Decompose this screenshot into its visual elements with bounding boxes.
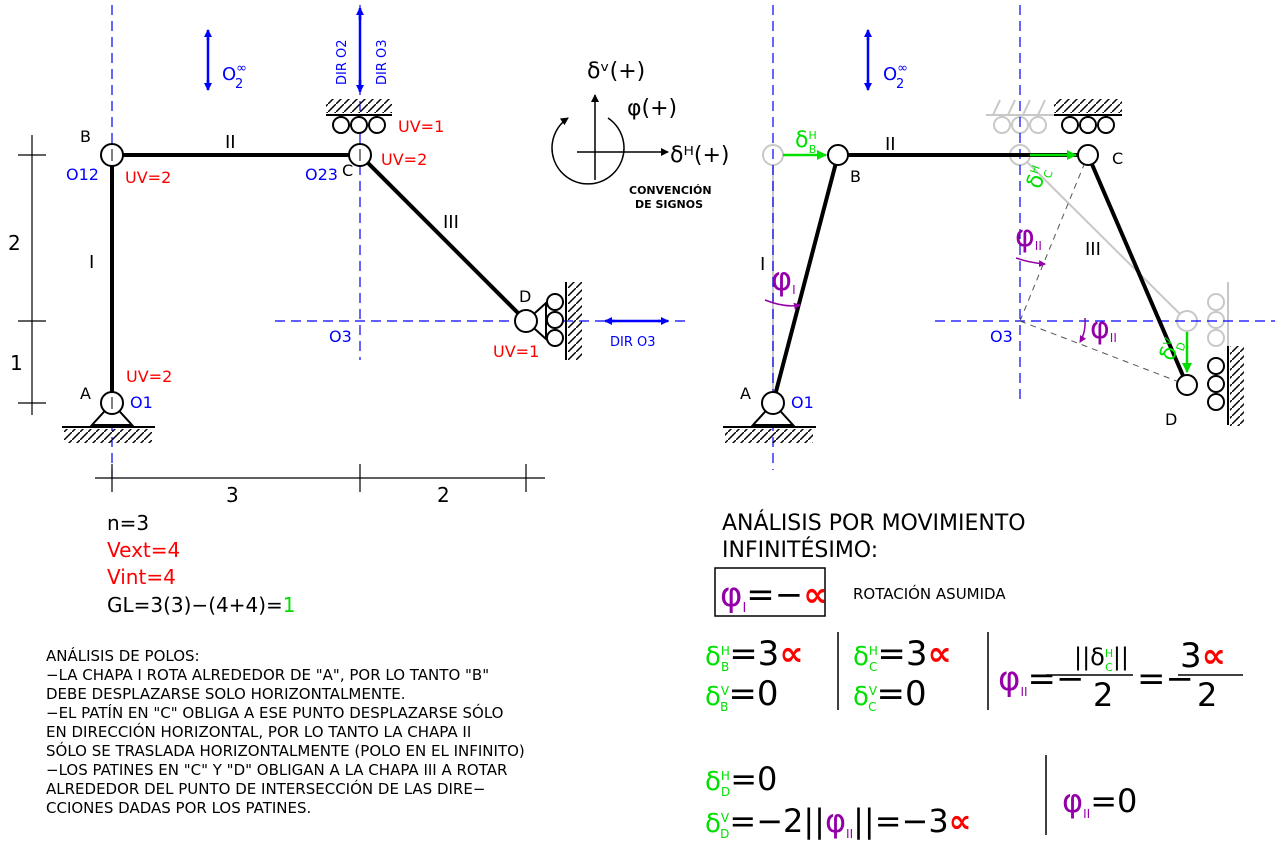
uv-b-label: UV=2: [125, 168, 171, 187]
right-plate-ii-label: II: [885, 134, 896, 155]
dim-width-right: 2: [437, 483, 450, 507]
assumed-rotation-equation: φI=−∝: [720, 575, 827, 616]
right-node-b-label: B: [850, 167, 861, 186]
left-members: [110, 153, 528, 403]
poles-analysis-line: −LA CHAPA I ROTA ALREDEDOR DE "A", POR L…: [46, 666, 489, 684]
analysis-separators: [714, 567, 1243, 835]
phi-ii-symbol: φII: [1015, 219, 1042, 254]
uv-a-label: UV=2: [126, 367, 172, 386]
dimension-lines: [18, 135, 545, 492]
pole-o3-label: O3: [329, 327, 352, 346]
dim-width-left: 3: [226, 483, 239, 507]
dir-o3-vertical-label: DIR O3: [375, 39, 390, 85]
hinge-b: [100, 143, 124, 167]
right-pole-o2-inf: O∞2: [883, 61, 908, 92]
right-node-d-label: D: [1165, 410, 1177, 429]
poles-analysis-line: EN DIRECCIÓN HORIZONTAL, POR LO TANTO LA…: [46, 722, 471, 741]
right-node-a-label: A: [740, 384, 751, 403]
poles-analysis-line: −LOS PATINES EN "C" Y "D" OBLIGAN A LA C…: [46, 761, 507, 779]
right-support-d: [1176, 346, 1244, 426]
poles-analysis: ANÁLISIS DE POLOS: −LA CHAPA I ROTA ALRE…: [46, 646, 525, 817]
displacement-arrows: [783, 150, 1192, 373]
convention-dh: δᴴ(+): [670, 143, 729, 168]
left-direction-arrows: [204, 7, 669, 325]
count-vint: Vint=4: [107, 565, 176, 589]
support-d: [514, 282, 582, 360]
left-structure: [18, 5, 685, 492]
uv-d-label: UV=1: [493, 342, 539, 361]
delta-dv-symbol: δVD: [1155, 335, 1189, 365]
eq-phi-ii: φII=0: [1062, 782, 1137, 821]
count-vext: Vext=4: [107, 538, 180, 562]
convention-dv: δᵛ(+): [587, 59, 645, 84]
right-hinge-b: [827, 144, 849, 166]
right-members: [771, 153, 1189, 404]
poles-analysis-title: ANÁLISIS DE POLOS:: [46, 646, 200, 665]
node-d-label: D: [519, 287, 531, 306]
dir-o2-label: DIR O2: [335, 39, 350, 85]
plate-ii-label: II: [225, 132, 236, 153]
node-a-label: A: [80, 384, 91, 403]
node-b-label: B: [80, 127, 91, 146]
pole-o12-label: O12: [66, 165, 99, 184]
poles-analysis-line: DEBE DESPLAZARSE SOLO HORIZONTALMENTE.: [46, 685, 405, 703]
right-node-c-label: C: [1112, 149, 1123, 168]
analysis-title-2: INFINITÉSIMO:: [722, 537, 878, 563]
eq-phi-iii-denominator-2: 2: [1197, 676, 1217, 714]
uv-c1-label: UV=1: [398, 117, 444, 136]
right-plate-iii-label: III: [1085, 239, 1101, 260]
right-plate-i-label: I: [760, 254, 765, 275]
support-a: [62, 391, 155, 443]
uv-c2-label: UV=2: [381, 150, 427, 169]
dir-o3-horizontal-label: DIR O3: [610, 335, 656, 350]
count-n: n=3: [107, 511, 149, 535]
rotation-arcs: [764, 257, 1087, 343]
right-pole-o1-label: O1: [791, 393, 814, 412]
plate-i-label: I: [89, 252, 94, 273]
eq-phi-iii-denominator: 2: [1093, 676, 1113, 714]
dim-height-bottom: 1: [10, 351, 23, 375]
dim-height-top: 2: [8, 231, 21, 255]
right-support-a: [723, 391, 816, 443]
right-support-c: [1054, 99, 1122, 166]
poles-analysis-line: CCIONES DADAS POR LOS PATINES.: [46, 799, 311, 817]
right-structure: [723, 5, 1275, 470]
support-c: [326, 99, 392, 167]
pole-o1-label: O1: [130, 393, 153, 412]
right-pole-o3-label: O3: [990, 327, 1013, 346]
phi-iii-symbol: φII: [1090, 311, 1117, 346]
analysis-title-1: ANÁLISIS POR MOVIMIENTO: [722, 510, 1026, 536]
pole-o23-label: O23: [305, 165, 338, 184]
sign-convention: [551, 94, 669, 185]
count-gl: GL=3(3)−(4+4)=1: [107, 593, 296, 617]
pole-o2-inf: O∞2: [222, 61, 247, 92]
convention-caption-1: CONVENCIÓN: [629, 184, 712, 197]
poles-analysis-line: −EL PATÍN EN "C" OBLIGA A ESE PUNTO DESP…: [46, 703, 503, 722]
eq-phi-iii-eq2: =−: [1137, 659, 1194, 699]
poles-analysis-line: SÓLO SE TRASLADA HORIZONTALMENTE (POLO E…: [46, 741, 525, 760]
plate-iii-label: III: [443, 212, 459, 233]
delta-ch-symbol: δHC: [1022, 163, 1056, 193]
assumed-rotation-caption: ROTACIÓN ASUMIDA: [853, 584, 1006, 603]
phi-i-symbol: φI: [771, 260, 796, 298]
poles-analysis-line: ALREDEDOR DEL PUNTO DE INTERSECCIÓN DE L…: [46, 779, 485, 798]
eq-phi-iii-numerator-2: 3∝: [1180, 636, 1226, 676]
node-c-label: C: [342, 161, 353, 180]
eq-phi-iii: φII=−: [998, 659, 1085, 699]
convention-caption-2: DE SIGNOS: [635, 198, 703, 211]
convention-phi: φ(+): [627, 96, 677, 121]
